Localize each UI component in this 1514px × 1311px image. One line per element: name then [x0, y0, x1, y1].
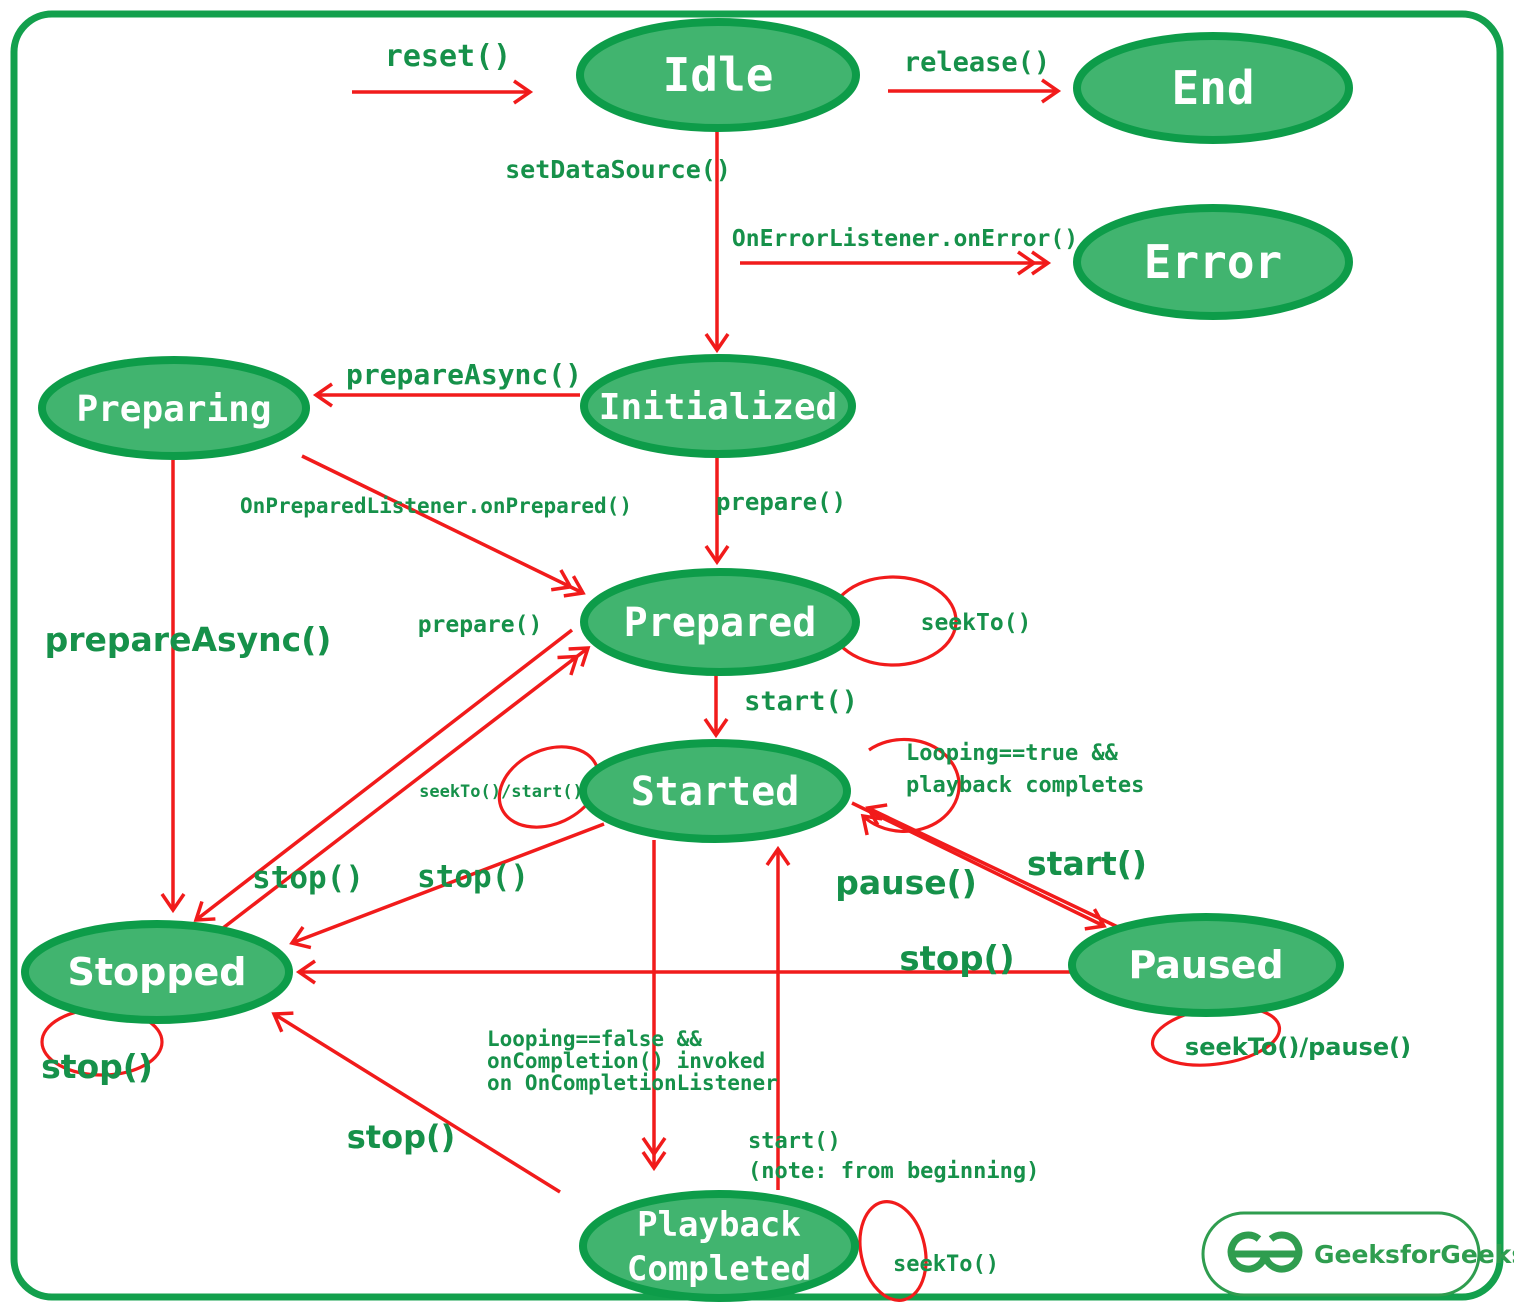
state-preparing	[38, 356, 310, 460]
arrow-on-prepared	[301, 454, 586, 598]
label-looping-true-line1: Looping==true &&	[906, 741, 1119, 766]
arrow-pause	[851, 801, 1107, 931]
state-label-error: Error	[1144, 235, 1282, 289]
label-looping-false-line3: on OnCompletionListener	[487, 1071, 778, 1095]
label-set-data-source: setDataSource()	[505, 155, 731, 184]
self-loop-playback-completed	[858, 1200, 928, 1302]
state-initialized	[580, 354, 856, 458]
state-label-end: End	[1171, 61, 1254, 115]
state-label-initialized: Initialized	[599, 387, 837, 428]
transition-labels: reset() release() setDataSource() OnErro…	[41, 39, 1411, 1277]
states	[21, 18, 1353, 1302]
self-loops	[40, 575, 1282, 1302]
self-loop-started-left	[497, 745, 601, 829]
state-label-paused: Paused	[1128, 943, 1283, 987]
state-started	[579, 739, 851, 843]
gfg-logo-left-g	[1227, 1231, 1269, 1273]
label-looping-true-line2: playback completes	[906, 773, 1144, 798]
state-label-preparing: Preparing	[76, 389, 271, 430]
label-start-from-prepared: start()	[744, 686, 858, 717]
state-label-prepared: Prepared	[624, 600, 817, 646]
label-release: release()	[904, 47, 1050, 78]
gfg-logo-pill	[1201, 1211, 1481, 1297]
state-stopped	[21, 920, 293, 1024]
label-stop-self: stop()	[41, 1047, 153, 1086]
label-prepare-async-top: prepareAsync()	[346, 358, 582, 391]
label-start-from-paused: start()	[1027, 844, 1147, 883]
label-start-from-playback-line2: (note: from beginning)	[748, 1159, 1039, 1184]
self-loop-started-right	[860, 737, 961, 836]
gfg-logo-text: GeeksforGeeks	[1314, 1240, 1514, 1269]
state-idle	[576, 18, 860, 132]
state-label-idle: Idle	[663, 48, 774, 102]
state-label-started: Started	[631, 769, 800, 815]
arrow-start-from-paused	[865, 803, 1123, 931]
state-playback-completed	[579, 1190, 859, 1302]
label-seek-start-loop: seekTo()/start()	[419, 782, 583, 802]
label-seek-to-prepared: seekTo()	[921, 610, 1032, 636]
label-pause: pause()	[835, 863, 977, 902]
arrow-prepare-from-stopped	[208, 646, 591, 940]
state-labels: Idle End Error Preparing Initialized Pre…	[67, 48, 1283, 1289]
arrow-stop-from-started	[289, 822, 605, 950]
label-stop-from-playback: stop()	[347, 1118, 455, 1156]
label-stop-from-started: stop()	[417, 859, 529, 895]
arrow-stop-from-playback	[271, 1011, 561, 1194]
state-error	[1073, 204, 1353, 320]
state-label-playback-line2: Completed	[627, 1249, 811, 1289]
label-reset: reset()	[385, 39, 511, 74]
label-looping-false-line2: onCompletion() invoked	[487, 1049, 765, 1073]
gfg-logo: GeeksforGeeks	[1201, 1211, 1514, 1297]
label-start-from-playback-line1: start()	[748, 1129, 841, 1154]
transition-arrows	[160, 78, 1123, 1194]
label-looping-false-line1: Looping==false &&	[487, 1027, 702, 1051]
label-seek-to-playback: seekTo()	[893, 1252, 999, 1277]
label-prepare-from-stopped: prepare()	[418, 612, 543, 638]
state-prepared	[580, 568, 860, 676]
label-prepare-from-initialized: prepare()	[716, 488, 846, 516]
gfg-logo-icon	[1227, 1231, 1303, 1273]
state-paused	[1068, 913, 1344, 1017]
gfg-logo-right-g	[1261, 1231, 1303, 1273]
label-on-prepared: OnPreparedListener.onPrepared()	[240, 494, 632, 518]
state-end	[1073, 32, 1353, 144]
label-stop-from-paused: stop()	[899, 939, 1014, 979]
label-on-error: OnErrorListener.onError()	[732, 226, 1078, 252]
state-label-playback-line1: Playback	[637, 1205, 801, 1245]
label-prepare-async-left: prepareAsync()	[45, 620, 332, 659]
label-stop-from-prepared: stop()	[252, 860, 364, 896]
label-seek-pause-loop: seekTo()/pause()	[1185, 1033, 1411, 1061]
arrow-stop-from-prepared	[193, 628, 574, 922]
state-label-stopped: Stopped	[67, 950, 246, 994]
